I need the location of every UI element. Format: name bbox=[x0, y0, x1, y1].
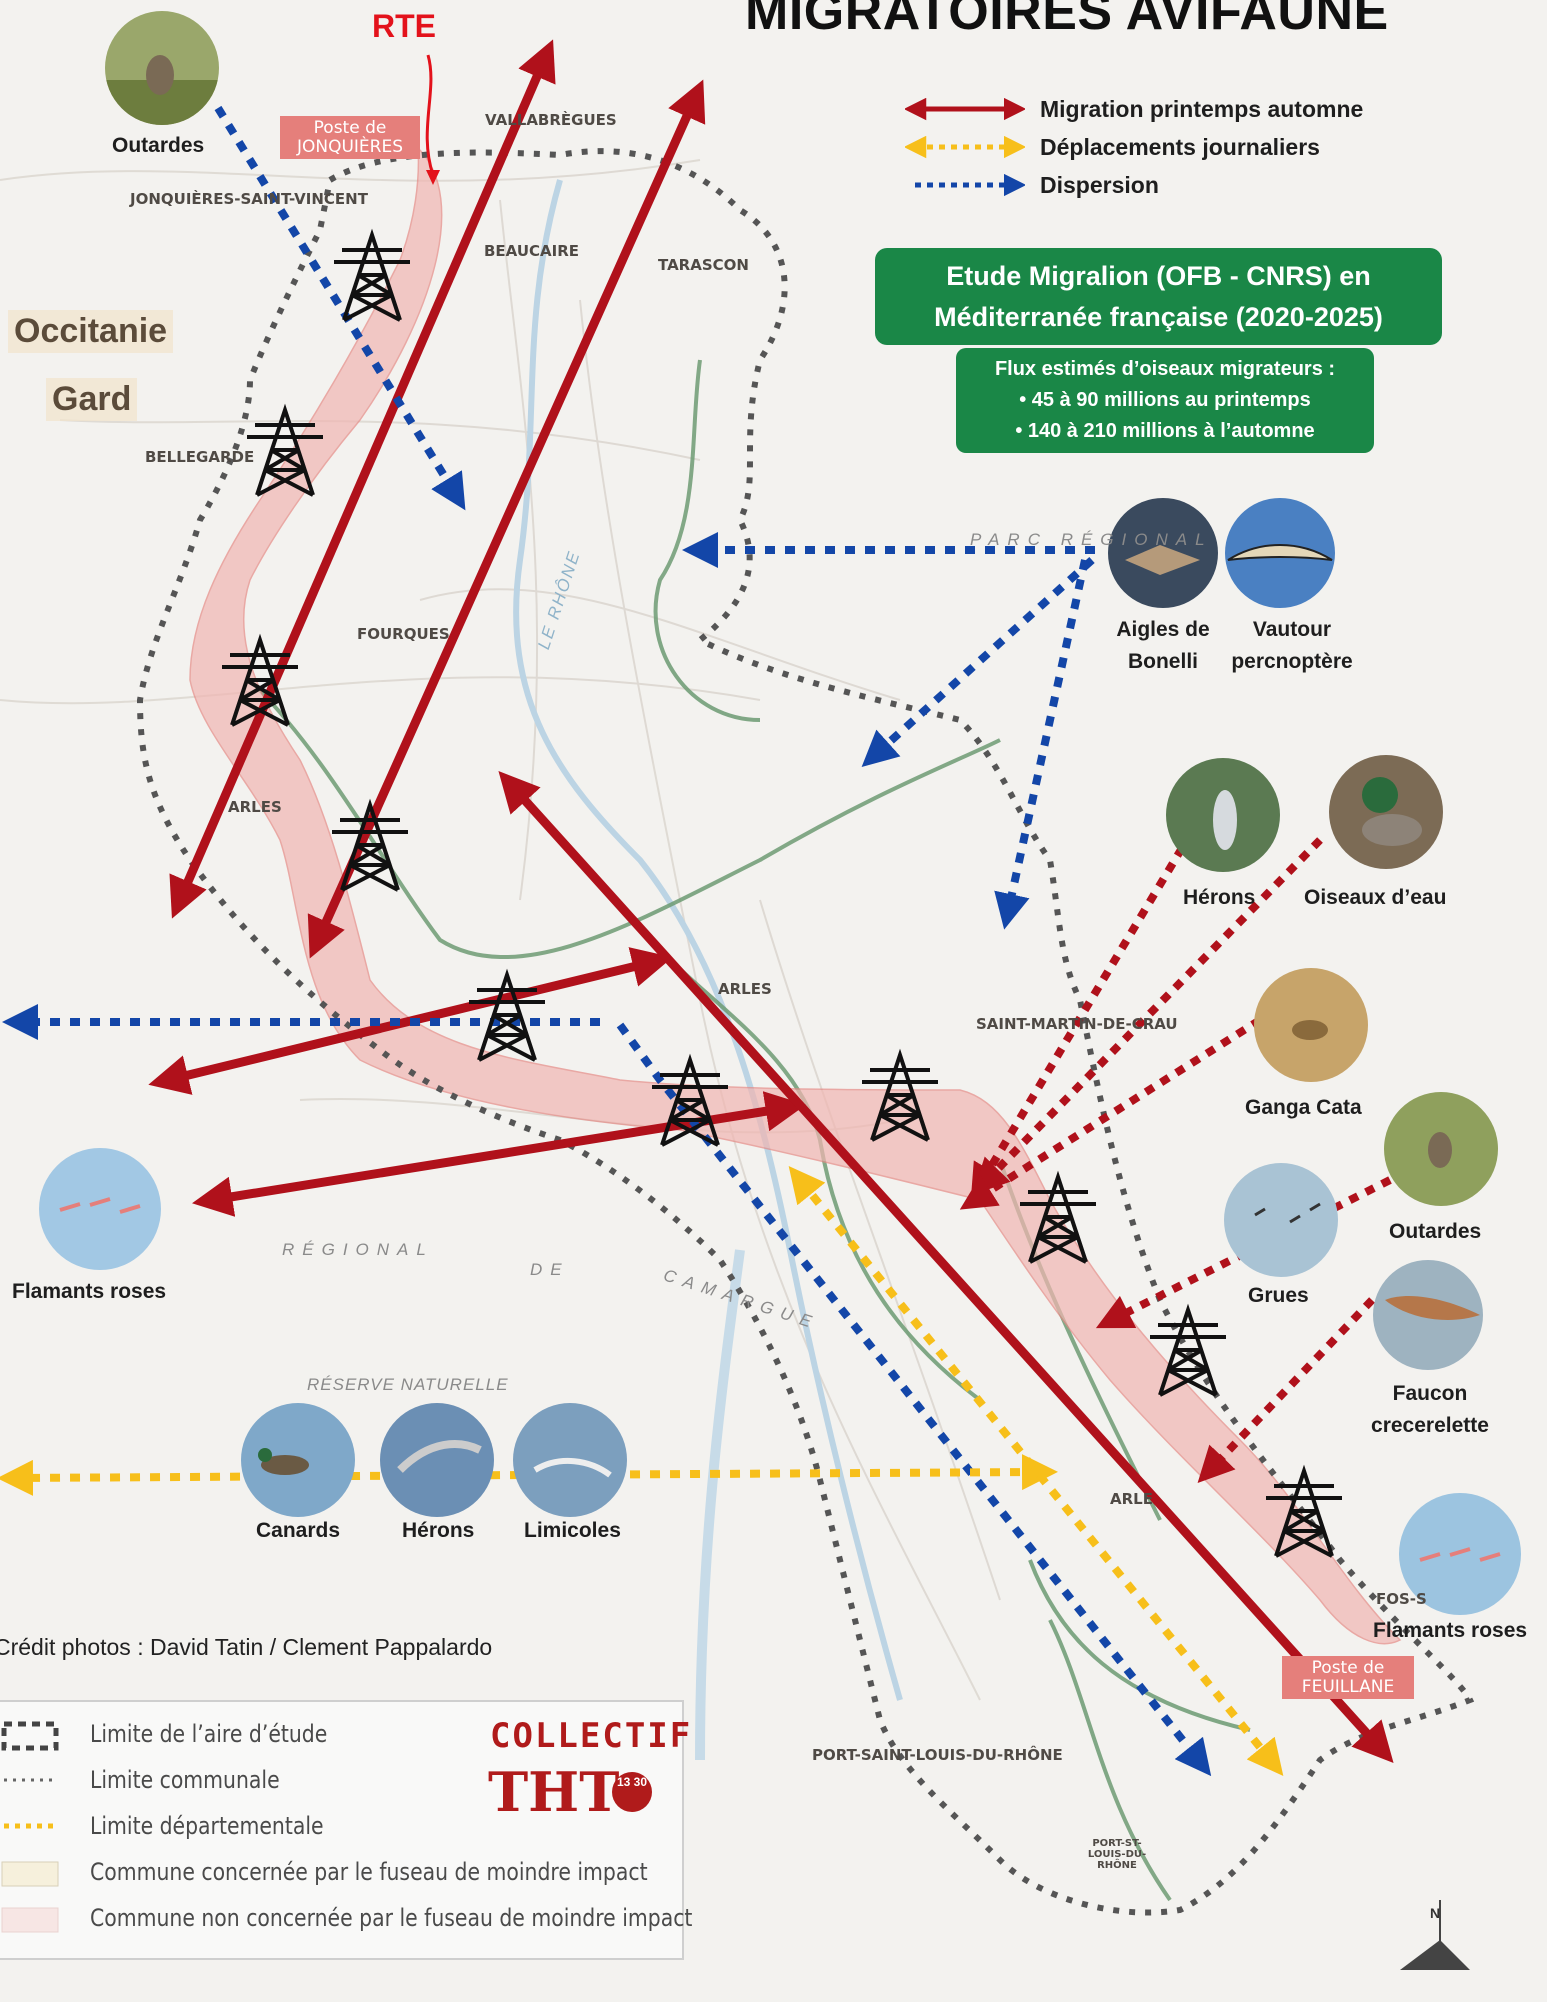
place-label: FOS-S bbox=[1376, 1590, 1427, 1608]
rte-pointer-icon bbox=[425, 54, 440, 185]
bird-label: Limicoles bbox=[524, 1519, 621, 1542]
flux-autumn: • 140 à 210 millions à l’automne bbox=[1015, 420, 1315, 442]
legend-dept-limit-label: Limite départementale bbox=[90, 1812, 324, 1840]
faucon-photo-icon bbox=[1373, 1260, 1483, 1370]
pylon-icon bbox=[1150, 1303, 1226, 1397]
dispersion-line-icon bbox=[915, 173, 1025, 197]
rte-label: RTE bbox=[372, 8, 436, 44]
daily-line-icon bbox=[905, 135, 1025, 159]
bird-label: Oiseaux d’eau bbox=[1304, 886, 1447, 909]
pylon-icon bbox=[469, 968, 545, 1062]
herons-photo-icon bbox=[1166, 758, 1280, 872]
aigles-photo-icon bbox=[1108, 498, 1218, 608]
yellow-dotted-icon bbox=[4, 1823, 56, 1829]
legend-communal-limit-label: Limite communale bbox=[90, 1766, 280, 1794]
daily-arrows bbox=[0, 1166, 1284, 1776]
bird-label: Hérons bbox=[402, 1519, 475, 1542]
page-title: MIGRATOIRES AVIFAUNE bbox=[745, 0, 1389, 41]
ganga-photo-icon bbox=[1254, 968, 1368, 1082]
bird-photos bbox=[39, 11, 1521, 1615]
migration-line-icon bbox=[905, 97, 1025, 121]
outardes-photo-icon bbox=[105, 11, 219, 125]
dashed-box-icon bbox=[1, 1721, 59, 1751]
north-label: N bbox=[1430, 1905, 1441, 1921]
flamants-left-photo-icon bbox=[39, 1148, 161, 1270]
study-box: Etude Migralion (OFB - CNRS) en Méditerr… bbox=[875, 248, 1442, 345]
bird-label: Faucon crecerelette bbox=[1371, 1382, 1489, 1437]
swatch-concerned-icon bbox=[1, 1861, 59, 1887]
vautour-photo-icon bbox=[1225, 498, 1335, 608]
outardes-right-photo-icon bbox=[1384, 1092, 1498, 1206]
swatch-not-concerned-icon bbox=[1, 1907, 59, 1933]
logo-collectif: COLLECTIF bbox=[490, 1716, 693, 1756]
limicoles-photo-icon bbox=[513, 1403, 627, 1517]
map-text: RÉSERVE NATURELLE bbox=[307, 1375, 509, 1394]
place-label: PORT-ST-LOUIS-DU-RHÔNE bbox=[1087, 1838, 1147, 1871]
poste-jonquieres: Poste de JONQUIÈRES bbox=[280, 116, 420, 160]
bird-label: Flamants roses bbox=[12, 1280, 167, 1303]
region-gard: Gard bbox=[46, 378, 138, 421]
place-label: ARLES bbox=[718, 980, 772, 998]
poste-feuillane: Poste de FEUILLANE bbox=[1282, 1656, 1414, 1700]
place-label: BELLEGARDE bbox=[145, 448, 255, 466]
rhone-river-branch bbox=[695, 1249, 745, 1761]
bird-label: Hérons bbox=[1183, 886, 1256, 909]
pylons bbox=[222, 228, 1342, 1558]
legend-commune-not-concerned-label: Commune non concernée par le fuseau de m… bbox=[90, 1904, 693, 1932]
map-text: PARC RÉGIONAL bbox=[970, 530, 1213, 549]
logo-tht: THT bbox=[488, 1760, 620, 1824]
flamants-right-photo-icon bbox=[1399, 1493, 1521, 1615]
pylon-icon bbox=[332, 798, 408, 892]
flux-title: Flux estimés d’oiseaux migrateurs : bbox=[994, 358, 1336, 380]
pylon-icon bbox=[222, 633, 298, 727]
pylon-icon bbox=[862, 1048, 938, 1142]
photo-credit: Crédit photos : David Tatin / Clement Pa… bbox=[0, 1634, 493, 1660]
bird-label: Ganga Cata bbox=[1245, 1096, 1362, 1119]
north-arrow-icon bbox=[1400, 1900, 1470, 1970]
map-legend: Limite de l’aire d’étude Limite communal… bbox=[0, 1700, 692, 1960]
place-label: PORT-SAINT-LOUIS-DU-RHÔNE bbox=[812, 1746, 1063, 1764]
pylon-icon bbox=[652, 1053, 728, 1147]
dotted-line-icon bbox=[4, 1778, 56, 1782]
place-label: VALLABRÈGUES bbox=[485, 111, 617, 129]
region-occitanie: Occitanie bbox=[8, 310, 174, 353]
bird-label: Grues bbox=[1248, 1284, 1309, 1307]
bird-label: Outardes bbox=[112, 134, 205, 157]
logo-badge: 13 30 bbox=[612, 1772, 652, 1812]
legend-study-limit-label: Limite de l’aire d’étude bbox=[90, 1720, 328, 1748]
bird-label: Vautour percnoptère bbox=[1231, 618, 1353, 673]
place-label: BEAUCAIRE bbox=[484, 242, 580, 260]
legend-dispersion-label: Dispersion bbox=[1040, 172, 1159, 198]
migration-arrow bbox=[307, 79, 706, 959]
grues-photo-icon bbox=[1224, 1163, 1338, 1277]
pylon-icon bbox=[247, 403, 323, 497]
bird-label: Outardes bbox=[1389, 1220, 1482, 1243]
canards-photo-icon bbox=[241, 1403, 355, 1517]
place-label: TARASCON bbox=[658, 256, 749, 274]
legend-commune-concerned-label: Commune concernée par le fuseau de moind… bbox=[90, 1858, 648, 1886]
pylon-icon bbox=[334, 228, 410, 322]
legend-daily-label: Déplacements journaliers bbox=[1040, 134, 1320, 160]
migration-arrow bbox=[169, 39, 556, 919]
bird-label: Flamants roses bbox=[1373, 1619, 1528, 1642]
legend-migration-label: Migration printemps automne bbox=[1040, 96, 1364, 122]
map-text: DE bbox=[530, 1260, 570, 1279]
place-label: FOURQUES bbox=[357, 625, 450, 643]
place-label: SAINT-MARTIN-DE-CRAU bbox=[976, 1015, 1178, 1033]
pylon-icon bbox=[1020, 1170, 1096, 1264]
place-label: JONQUIÈRES-SAINT-VINCENT bbox=[130, 190, 368, 208]
place-label: ARLES bbox=[228, 798, 282, 816]
map-text: RÉGIONAL bbox=[282, 1240, 434, 1259]
bird-label: Canards bbox=[256, 1519, 341, 1542]
oiseaux-eau-photo-icon bbox=[1329, 755, 1443, 869]
map-background bbox=[0, 159, 1001, 1701]
bird-label: Aigles de Bonelli bbox=[1116, 618, 1210, 673]
flux-box: Flux estimés d’oiseaux migrateurs : • 45… bbox=[956, 348, 1374, 453]
pylon-icon bbox=[1266, 1464, 1342, 1558]
place-label: ARLE bbox=[1110, 1490, 1153, 1508]
herons-bottom-photo-icon bbox=[380, 1403, 494, 1517]
flux-spring: • 45 à 90 millions au printemps bbox=[1019, 389, 1311, 411]
